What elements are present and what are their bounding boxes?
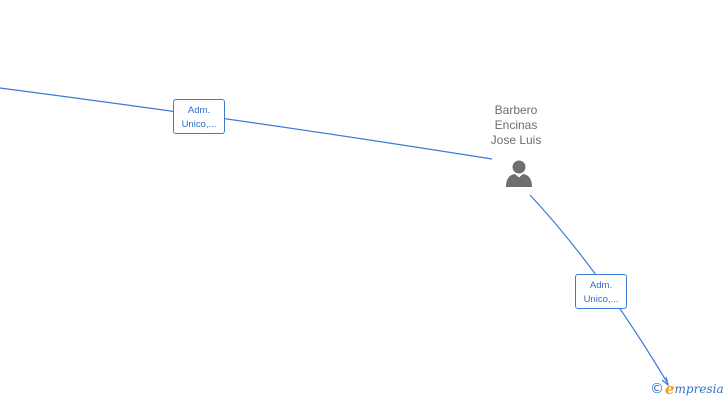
edge-label-role[interactable]: Adm. Unico,... — [575, 274, 627, 309]
edge-label-line-1: Adm. — [589, 280, 613, 291]
person-node-name[interactable]: Barbero Encinas Jose Luis — [466, 103, 566, 148]
person-icon[interactable] — [503, 158, 535, 190]
brand-initial: e — [665, 380, 675, 398]
edge-arrowhead — [661, 376, 670, 387]
edge-label-role[interactable]: Adm. Unico,... — [173, 99, 225, 134]
person-name-line-1: Barbero — [494, 103, 538, 117]
person-name-line-2: Encinas — [494, 118, 538, 132]
edge-left-to-person[interactable] — [0, 87, 493, 160]
edge-label-line-2: Unico,... — [181, 119, 217, 130]
brand-name: mpresia — [674, 382, 724, 396]
edge-label-line-2: Unico,... — [583, 294, 619, 305]
person-name-line-3: Jose Luis — [490, 133, 542, 147]
copyright-icon: © — [650, 381, 664, 397]
edge-label-line-1: Adm. — [187, 105, 211, 116]
empresia-watermark: © e mpresia — [650, 380, 724, 398]
